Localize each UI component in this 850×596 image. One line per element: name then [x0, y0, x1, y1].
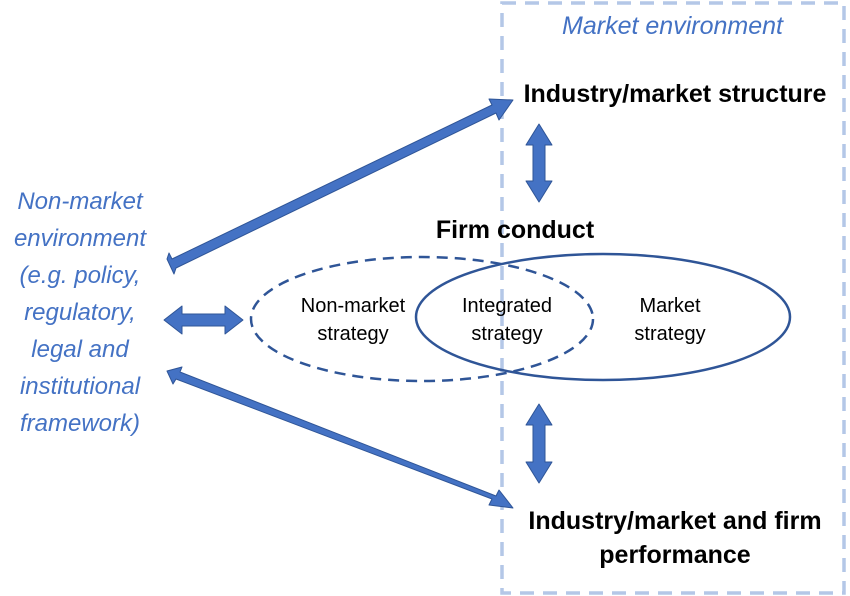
integrated-strategy-line: Integrated: [461, 295, 553, 317]
non-market-strategy-label: Non-market strategy: [278, 292, 428, 348]
non-market-environment-line: environment: [13, 225, 147, 252]
market-environment-frame: [500, 1, 846, 595]
performance-line: performance: [599, 541, 751, 569]
market-strategy-line: strategy: [634, 323, 706, 345]
non-market-strategy-line: Non-market: [300, 295, 406, 317]
non-market-environment-label: Non-market environment (e.g. policy, reg…: [0, 183, 160, 442]
non-market-environment-line: (e.g. policy,: [19, 262, 141, 289]
arrow-conduct-to-performance: [525, 403, 553, 484]
industry-market-structure-label: Industry/market structure: [523, 80, 827, 108]
arrow-nonmarket-to-performance: [166, 366, 514, 509]
performance-label: Industry/market and firm performance: [500, 504, 850, 572]
arrow-structure-to-conduct: [525, 123, 553, 203]
non-market-environment-line: Non-market: [17, 188, 143, 215]
market-strategy-oval: [414, 252, 792, 382]
firm-conduct-label: Firm conduct: [435, 216, 595, 244]
market-environment-title: Market environment: [562, 12, 783, 40]
integrated-strategy-label: Integrated strategy: [432, 292, 582, 348]
non-market-strategy-oval: [249, 255, 595, 383]
non-market-environment-line: regulatory,: [24, 299, 136, 326]
market-strategy-label: Market strategy: [595, 292, 745, 348]
market-strategy-line: Market: [639, 295, 701, 317]
non-market-strategy-line: strategy: [317, 323, 389, 345]
integrated-strategy-line: strategy: [471, 323, 543, 345]
arrow-nonmarket-to-structure: [166, 98, 514, 275]
non-market-environment-line: institutional: [19, 373, 141, 400]
performance-line: Industry/market and firm: [528, 507, 822, 535]
non-market-environment-line: legal and: [31, 336, 129, 363]
non-market-environment-line: framework): [19, 410, 140, 437]
arrow-nonmarket-to-conduct: [163, 305, 244, 335]
